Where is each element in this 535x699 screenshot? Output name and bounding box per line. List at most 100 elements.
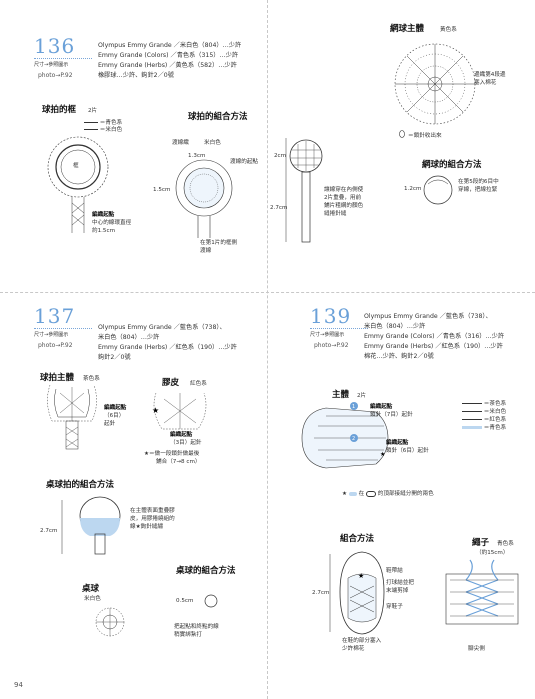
ball-dim: 1.2cm xyxy=(404,186,422,192)
legend-blue: ＝青色系 xyxy=(84,118,122,126)
legend-label: ＝紅色系 xyxy=(483,417,507,423)
ball-chart xyxy=(95,607,125,637)
size-note: 尺寸→參照圖示 xyxy=(34,332,69,338)
frame-note-2: 中心的線環直徑 xyxy=(92,220,132,226)
body-title: 球拍主體 xyxy=(40,373,75,383)
size-note: 尺寸→參照圖示 xyxy=(34,62,69,68)
star-note-2: 鋪合（7→8 cm） xyxy=(156,459,201,465)
number-rule xyxy=(34,328,92,329)
shoe-combo-title: 組合方法 xyxy=(340,534,375,544)
laces-bottom: 腳尖側 xyxy=(468,646,485,652)
legend-label: ＝茶色系 xyxy=(483,401,507,407)
pattern-number: 137 xyxy=(34,304,76,328)
shoe-assembled-diagram: ★ xyxy=(329,551,385,635)
legend-label: ＝青色系 xyxy=(483,425,507,431)
note-in: 在 xyxy=(358,491,365,497)
material-line: Emmy Grande (Herbs) ／黃色系（582）…少許 xyxy=(98,62,237,69)
net-combo-title: 網球的組合方法 xyxy=(422,160,482,170)
body-count: 2片 xyxy=(357,393,367,399)
bottom-note-1: 在第1片的框側 xyxy=(200,240,238,246)
racket-net-color: 米白色 xyxy=(204,140,221,146)
rubber-color: 紅色系 xyxy=(190,381,207,387)
legend-white-label: ＝米白色 xyxy=(99,127,123,133)
side-note-1: 讓線穿在內側使 xyxy=(324,187,364,193)
pattern-number: 139 xyxy=(310,304,352,328)
dim-2cm: 2cm xyxy=(274,153,287,159)
dim-1-5: 1.5cm xyxy=(153,187,171,193)
rubber-chart: ★ xyxy=(152,392,207,430)
paddle-body-chart xyxy=(47,384,97,450)
photo-reference: photo→P.92 xyxy=(38,342,73,349)
column-divider xyxy=(267,0,268,699)
combo-note-2: 皮，用膠捲繞組的 xyxy=(130,516,175,522)
net-color: 黃色系 xyxy=(440,27,457,33)
net-note-2: 塞入棉花 xyxy=(474,80,497,86)
side-note-2: 2片重疊，用前 xyxy=(324,195,362,201)
number-rule xyxy=(310,328,368,329)
material-line: 橡膠球…少許、鉤針2／0號 xyxy=(98,72,174,79)
pattern-137-header: 137 尺寸→參照圖示 photo→P.92 xyxy=(34,304,92,349)
material-line: Emmy Grande (Colors) ／青色系（316）…少許 xyxy=(364,333,505,340)
side-note-4: 縫捲針縫 xyxy=(324,211,347,217)
laces-diagram xyxy=(445,559,519,625)
material-line: Emmy Grande (Herbs) ／紅色系（190）…少許 xyxy=(364,343,503,350)
net-title: 網球主體 xyxy=(390,24,425,34)
step-1-b: 鎖針（7目）起針 xyxy=(370,412,413,418)
step-1-a: 編織起點 xyxy=(370,404,393,410)
star-note-1: ★＝做一段鎖針做最後 xyxy=(144,451,200,457)
materials-136: Olympus Emmy Grande ／米白色（804）…少許 Emmy Gr… xyxy=(98,41,241,81)
ball-outline xyxy=(423,175,453,205)
body-note-2: （6目） xyxy=(104,413,125,419)
material-line: Emmy Grande (Colors) ／青色系（315）…少許 xyxy=(98,52,239,59)
shoe-bottom-1: 在鞋的部分塞入 xyxy=(342,638,382,644)
shoe-note-1: 打球結並把 xyxy=(386,580,414,586)
dim-2-7: 2.7cm xyxy=(312,590,330,596)
bottom-note: ★ 在 的頂部接縫分開的兩色 xyxy=(342,490,434,497)
frame-chart xyxy=(47,136,109,233)
laces-title: 繩子 xyxy=(472,538,490,548)
racket-frame-diagram xyxy=(175,159,233,238)
racket-combo-title: 球拍的組合方法 xyxy=(188,112,248,122)
combo-note-1: 在主體表面重疊膠 xyxy=(130,508,175,514)
net-note-1: 邊織第4段邊 xyxy=(474,72,506,78)
dim-2-7: 2.7cm xyxy=(270,205,288,211)
dim-1-3: 1.3cm xyxy=(188,153,206,159)
legend-list: ＝茶色系 ＝米白色 ＝紅色系 ＝青色系 xyxy=(462,399,506,431)
material-line: 米白色（804）…少許 xyxy=(98,334,160,341)
legend-brown: ＝茶色系 xyxy=(462,399,506,407)
section-divider xyxy=(0,292,535,293)
svg-text:★: ★ xyxy=(380,451,385,458)
ball-note-1: 把起點和終點的線 xyxy=(174,624,219,630)
material-line: 棉花…少許、鉤針2／0號 xyxy=(364,353,434,360)
svg-text:★: ★ xyxy=(358,572,364,580)
legend-blue-label: ＝青色系 xyxy=(99,120,123,126)
rubber-title: 膠皮 xyxy=(162,378,180,388)
body-color: 茶色系 xyxy=(83,376,100,382)
rubber-note-2: （3目）起針 xyxy=(170,440,202,446)
photo-reference: photo→P.92 xyxy=(38,72,73,79)
shoe-note-2: 末端剪掉 xyxy=(386,588,409,594)
step-2-a: 編織起點 xyxy=(386,440,409,446)
material-line: 鉤針2／0號 xyxy=(98,354,131,361)
size-note: 尺寸→參照圖示 xyxy=(310,332,345,338)
bottom-note-2: 渡線 xyxy=(200,248,212,254)
net-note-3: 在第5段的6目中 xyxy=(458,179,499,185)
ball-dim: 0.5cm xyxy=(176,598,194,604)
materials-139: Olympus Emmy Grande ／藍色系（738）、 米白色（804）…… xyxy=(364,312,504,362)
pattern-number: 136 xyxy=(34,34,76,58)
racket-assembled-diagram xyxy=(285,138,323,243)
svg-text:1: 1 xyxy=(352,404,355,410)
body-note-3: 起針 xyxy=(104,421,116,427)
photo-reference: photo→P.92 xyxy=(314,342,349,349)
combo-title: 桌球拍的組合方法 xyxy=(46,480,115,490)
ball-combo-title: 桌球的組合方法 xyxy=(176,566,236,576)
ball-title: 桌球 xyxy=(82,584,100,594)
shoe-bottom-2: 少許棉花 xyxy=(342,646,365,652)
frame-note-3: 約1.5cm xyxy=(92,228,116,234)
side-note-3: 鋪片粗網的顏色 xyxy=(324,203,364,209)
materials-137: Olympus Emmy Grande ／藍色系（738）、 米白色（804）…… xyxy=(98,323,237,363)
material-line: Olympus Emmy Grande ／藍色系（738）、 xyxy=(98,324,226,331)
tennis-ball-chart xyxy=(394,43,476,125)
material-line: Olympus Emmy Grande ／藍色系（738）、 xyxy=(364,313,492,320)
frame-title: 球拍的框 xyxy=(42,105,77,115)
